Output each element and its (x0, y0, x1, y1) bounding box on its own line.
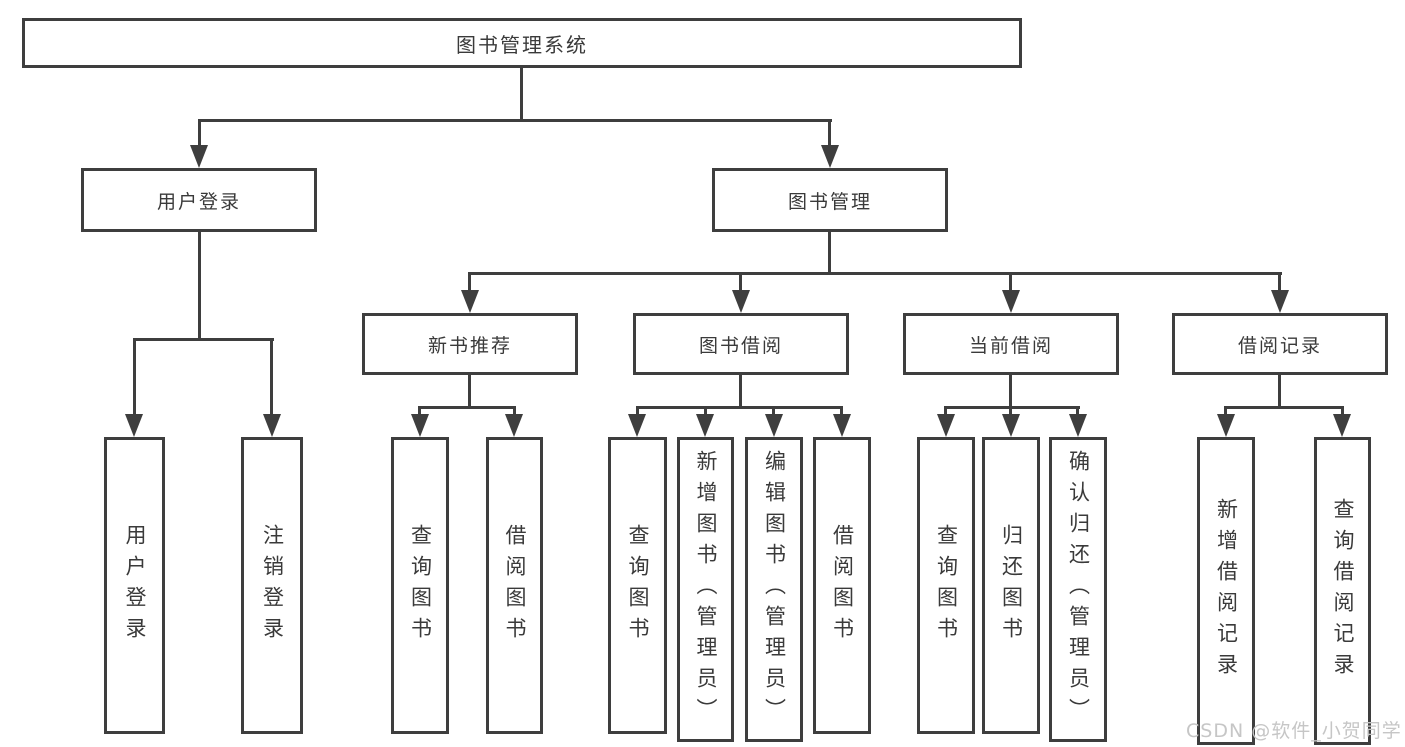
watermark: CSDN @软件_小贺同学 (1186, 720, 1402, 742)
leaf-return-book: 归还图书 (982, 437, 1040, 734)
connector-root-stub (520, 68, 523, 119)
connector-leaf-shaft (704, 406, 707, 416)
connector-leaf-shaft (1009, 406, 1012, 416)
leaf-user-login: 用户登录 (104, 437, 165, 734)
node-book-management: 图书管理 (712, 168, 948, 232)
connector-user-login-branch (133, 338, 274, 341)
arrowhead-icon (461, 290, 479, 313)
connector-leaf-shaft (1341, 406, 1344, 416)
connector-level3-shaft (739, 272, 742, 292)
connector-leaf-shaft (1076, 406, 1079, 416)
connector-leaf-shaft (133, 338, 136, 414)
connector-level3-shaft (1278, 272, 1281, 292)
connector-leaf-shaft (270, 338, 273, 414)
arrowhead-book-mgmt-icon (821, 145, 839, 168)
leaf-logout: 注销登录 (241, 437, 303, 734)
leaf-query-borrow-record: 查询借阅记录 (1314, 437, 1371, 745)
arrowhead-icon (125, 414, 143, 437)
arrowhead-icon (1002, 290, 1020, 313)
node-user-login-label: 用户登录 (156, 190, 241, 213)
node-user-login: 用户登录 (81, 168, 317, 232)
arrowhead-icon (696, 414, 714, 437)
arrowhead-icon (765, 414, 783, 437)
leaf-label: 借阅图书 (830, 523, 855, 648)
connector-leaf-shaft (772, 406, 775, 416)
node-label: 当前借阅 (968, 334, 1053, 357)
leaf-add-book-admin: 新增图书（管理员） (677, 437, 734, 742)
node-label: 新书推荐 (427, 334, 512, 357)
connector-user-login-stub (198, 232, 201, 338)
arrowhead-icon (1217, 414, 1235, 437)
connector-group-stub (739, 375, 742, 406)
connector-level3-shaft (1009, 272, 1012, 292)
leaf-label: 新增图书（管理员） (694, 450, 718, 729)
leaf-query-books-recommend: 查询图书 (391, 437, 449, 734)
node-book-management-label: 图书管理 (787, 190, 872, 213)
connector-leaf-shaft (513, 406, 516, 416)
arrowhead-icon (505, 414, 523, 437)
connector-group-branch (419, 406, 516, 409)
connector-level3-branch (468, 272, 1282, 275)
arrowhead-icon (263, 414, 281, 437)
leaf-confirm-return-admin: 确认归还（管理员） (1049, 437, 1107, 742)
leaf-label: 编辑图书（管理员） (762, 450, 787, 729)
leaf-query-books-current: 查询图书 (917, 437, 975, 734)
leaf-label: 查询图书 (408, 523, 433, 648)
leaf-label: 确认归还（管理员） (1066, 450, 1091, 729)
connector-level2-branch (198, 119, 832, 122)
node-root-label: 图书管理系统 (456, 32, 588, 57)
connector-book-mgmt-shaft (828, 119, 831, 147)
leaf-label: 借阅图书 (503, 523, 527, 648)
node-label: 图书借阅 (698, 334, 783, 357)
connector-group-branch (944, 406, 1080, 409)
arrowhead-icon (1069, 414, 1087, 437)
leaf-label: 用户登录 (123, 523, 147, 648)
leaf-label: 查询图书 (934, 523, 959, 648)
arrowhead-icon (1002, 414, 1020, 437)
connector-group-branch (636, 406, 843, 409)
arrowhead-icon (1271, 290, 1289, 313)
connector-book-mgmt-stub (828, 232, 831, 272)
node-current-borrowing: 当前借阅 (903, 313, 1119, 375)
leaf-edit-book-admin: 编辑图书（管理员） (745, 437, 803, 742)
connector-leaf-shaft (636, 406, 639, 416)
arrowhead-icon (937, 414, 955, 437)
leaf-borrow-books-borrowing: 借阅图书 (813, 437, 871, 734)
leaf-label: 注销登录 (260, 523, 285, 648)
arrowhead-icon (732, 290, 750, 313)
node-borrowing-records: 借阅记录 (1172, 313, 1388, 375)
connector-leaf-shaft (944, 406, 947, 416)
node-book-borrowing: 图书借阅 (633, 313, 849, 375)
arrowhead-icon (1333, 414, 1351, 437)
leaf-label: 新增借阅记录 (1214, 498, 1239, 684)
connector-leaf-shaft (1224, 406, 1227, 416)
node-label: 借阅记录 (1237, 334, 1322, 357)
connector-user-login-shaft (198, 119, 201, 147)
leaf-label: 查询图书 (626, 523, 650, 648)
connector-group-stub (468, 375, 471, 406)
connector-group-stub (1009, 375, 1012, 406)
connector-level3-shaft (468, 272, 471, 292)
leaf-label: 归还图书 (999, 523, 1024, 648)
arrowhead-icon (628, 414, 646, 437)
connector-group-stub (1278, 375, 1281, 406)
leaf-add-borrow-record: 新增借阅记录 (1197, 437, 1255, 745)
arrowhead-user-login-icon (190, 145, 208, 168)
arrowhead-icon (833, 414, 851, 437)
leaf-label: 查询借阅记录 (1331, 498, 1355, 684)
leaf-borrow-books-recommend: 借阅图书 (486, 437, 543, 734)
connector-group-branch (1224, 406, 1344, 409)
arrowhead-icon (411, 414, 429, 437)
node-root: 图书管理系统 (22, 18, 1022, 68)
connector-leaf-shaft (418, 406, 421, 416)
node-new-book-recommendation: 新书推荐 (362, 313, 578, 375)
leaf-query-books-borrowing: 查询图书 (608, 437, 667, 734)
connector-leaf-shaft (840, 406, 843, 416)
